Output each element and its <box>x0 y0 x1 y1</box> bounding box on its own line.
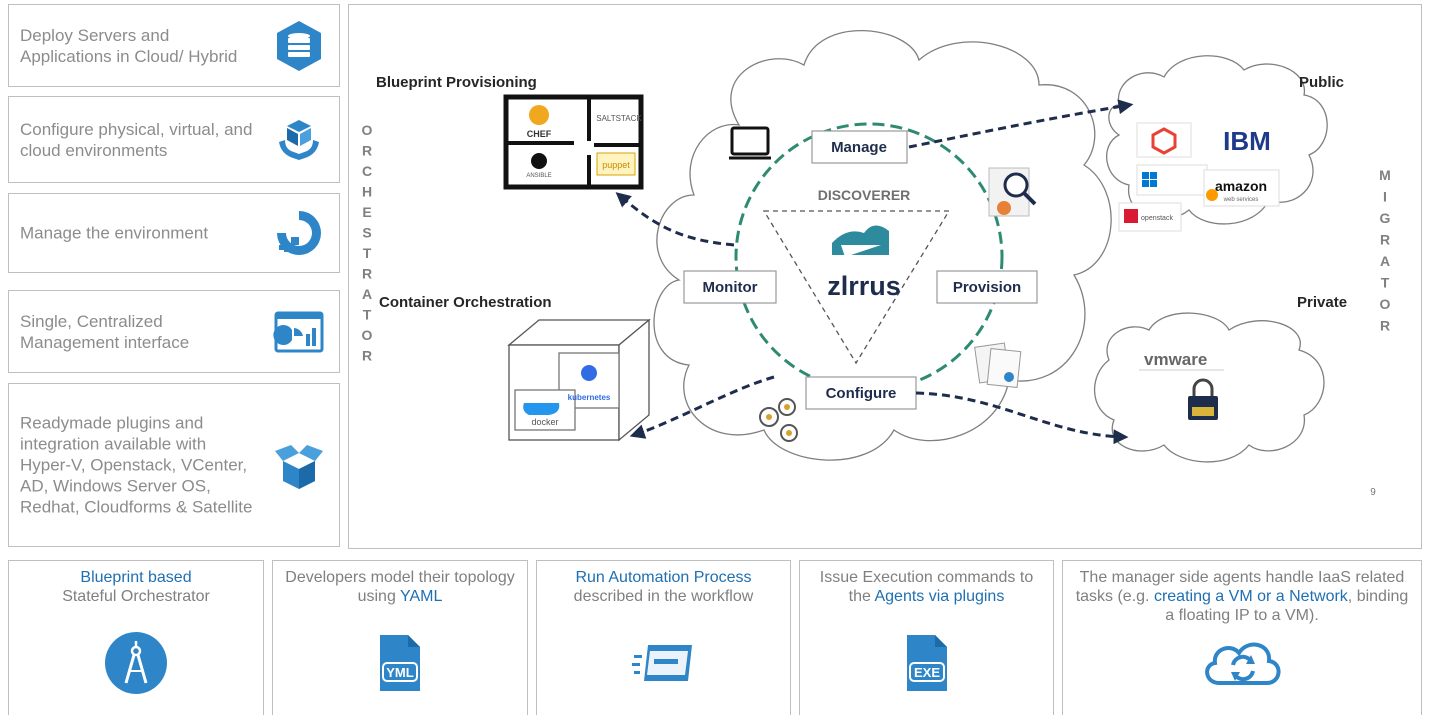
svg-text:ANSIBLE: ANSIBLE <box>526 173 551 179</box>
center-logo-text: zlrrus <box>827 271 901 301</box>
server-stack-icon <box>277 20 321 71</box>
architecture-diagram: DISCOVERER zlrrus Manage Monitor Provisi… <box>348 4 1422 549</box>
step-card-execution: Issue Execution commands to the Agents v… <box>799 560 1054 715</box>
svg-text:EXE: EXE <box>913 665 939 680</box>
feature-card-text: Single, Centralized Management interface <box>20 311 190 352</box>
docker-label: docker <box>531 417 558 427</box>
manage-node: Manage <box>811 130 908 164</box>
ansible-icon <box>531 153 547 169</box>
private-cloud-title: Private <box>1297 294 1347 311</box>
zlrrus-logo-icon <box>832 225 889 257</box>
saltstack-label: SALTSTACK <box>596 114 642 123</box>
step-card-text: Run Automation Process described in the … <box>573 569 754 605</box>
dashboard-chart-icon <box>273 311 324 352</box>
monitor-node: Monitor <box>683 270 777 304</box>
feature-card-manage: Manage the environment <box>8 193 340 273</box>
exe-file-icon: EXE <box>906 635 947 691</box>
discoverer-triangle <box>762 210 951 365</box>
public-cloud-title: Public <box>1299 74 1344 91</box>
private-cloud-shape <box>1093 312 1325 463</box>
blueprint-provisioning-title: Blueprint Provisioning <box>376 74 537 91</box>
feature-card-plugins: Readymade plugins and integration availa… <box>8 383 340 547</box>
svg-text:Provision: Provision <box>953 279 1021 296</box>
analytics-magnifier-icon <box>988 167 1037 217</box>
feature-card-text: Deploy Servers and Applications in Cloud… <box>20 25 238 66</box>
kubernetes-icon <box>581 365 597 381</box>
feature-card-configure: Configure physical, virtual, and cloud e… <box>8 96 340 183</box>
step-card-blueprint: Blueprint based Stateful Orchestrator <box>8 560 264 715</box>
documents-icon <box>974 342 1022 389</box>
svg-text:web services: web services <box>1223 197 1259 203</box>
ibm-logo: IBM <box>1223 126 1271 156</box>
page-number: 9 <box>1370 487 1376 498</box>
svg-text:CHEF: CHEF <box>527 129 552 139</box>
step-card-text: Issue Execution commands to the Agents v… <box>819 569 1034 605</box>
amazon-logo: amazon web services <box>1203 169 1280 207</box>
step-card-text: Blueprint based Stateful Orchestrator <box>62 569 210 605</box>
flow-arrows <box>615 99 1134 445</box>
step-card-yaml: Developers model their topology using YA… <box>272 560 528 715</box>
vmware-logo: vmware <box>1144 350 1207 369</box>
kubernetes-label: kubernetes <box>568 393 611 402</box>
container-orchestration-title: Container Orchestration <box>379 294 552 311</box>
svg-text:Monitor: Monitor <box>703 279 758 296</box>
discoverer-label: DISCOVERER <box>818 187 911 203</box>
step-card-text: Developers model their topology using YA… <box>285 569 515 605</box>
google-cloud-logo <box>1136 122 1192 158</box>
svg-text:Configure: Configure <box>826 385 897 402</box>
docker-icon <box>523 403 560 415</box>
compass-icon <box>105 632 167 694</box>
openstack-logo: openstack <box>1118 202 1182 232</box>
cloud-sync-icon <box>1205 642 1281 685</box>
configure-node: Configure <box>805 376 917 410</box>
open-box-icon <box>275 445 323 489</box>
svg-text:Manage: Manage <box>831 139 887 156</box>
feature-card-text: Readymade plugins and integration availa… <box>20 413 253 517</box>
feature-card-text: Manage the environment <box>20 223 209 243</box>
monitor-screen-icon <box>729 126 771 160</box>
cube-hands-icon <box>279 119 319 160</box>
provision-node: Provision <box>936 270 1038 304</box>
svg-text:YML: YML <box>386 665 414 680</box>
svg-text:openstack: openstack <box>1141 215 1173 222</box>
step-card-automation: Run Automation Process described in the … <box>536 560 791 715</box>
step-card-agents: The manager side agents handle IaaS rela… <box>1062 560 1422 715</box>
browser-window-icon <box>631 645 692 681</box>
blueprint-floorplan: CHEF SALTSTACK ANSIBLE puppet <box>503 94 644 190</box>
azure-logo <box>1136 164 1208 196</box>
digitalocean-icon <box>277 211 321 255</box>
chef-icon <box>529 105 549 125</box>
svg-text:amazon: amazon <box>1215 178 1267 194</box>
step-card-text: The manager side agents handle IaaS rela… <box>1075 569 1409 624</box>
lock-icon <box>1188 378 1218 420</box>
feature-card-interface: Single, Centralized Management interface <box>8 290 340 373</box>
gears-people-icon <box>759 398 798 442</box>
yml-file-icon: YML <box>380 635 420 691</box>
feature-card-deploy: Deploy Servers and Applications in Cloud… <box>8 4 340 87</box>
puppet-label: puppet <box>602 160 630 170</box>
container-box <box>507 318 651 442</box>
feature-card-text: Configure physical, virtual, and cloud e… <box>20 119 253 160</box>
